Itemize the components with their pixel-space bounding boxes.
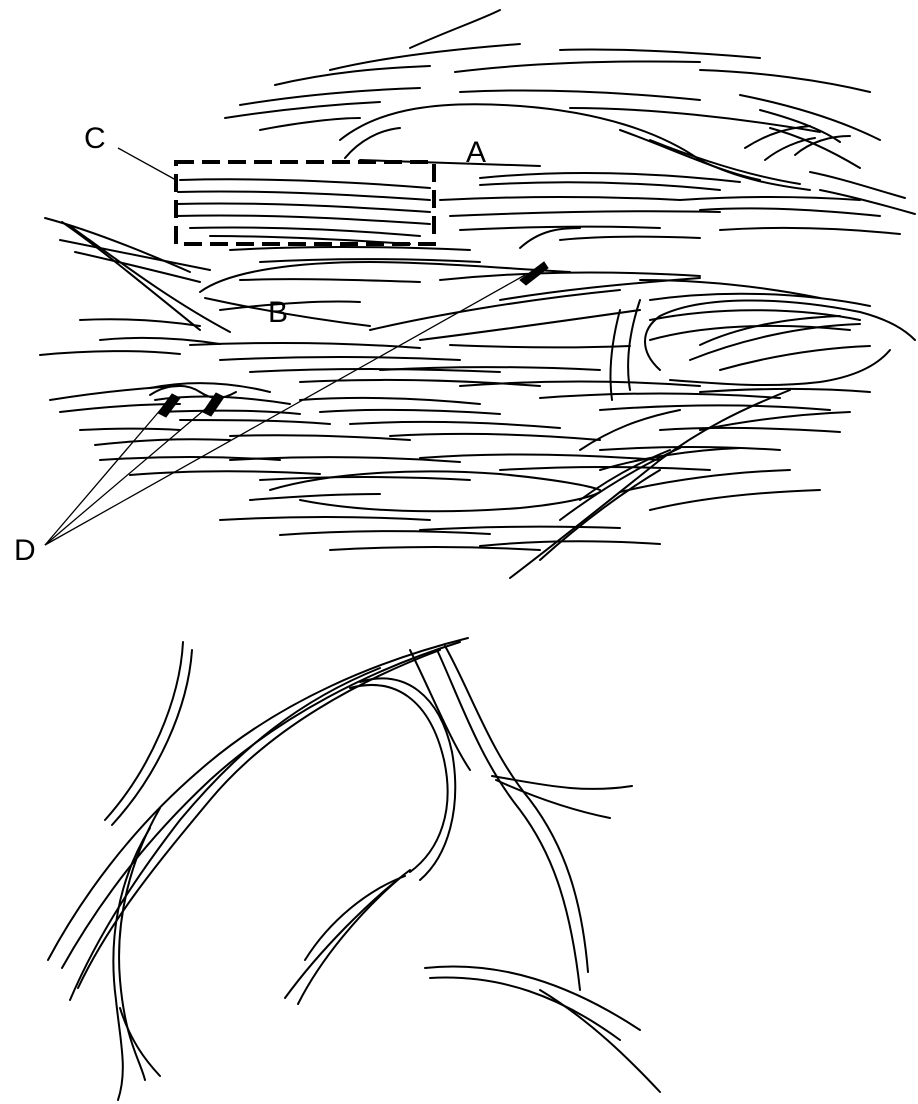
label-c-leader [118,148,176,180]
sparse-fiber-network [48,638,660,1100]
label-d: D [14,534,36,567]
label-a: A [466,136,486,169]
label-b: B [268,296,288,329]
label-c: C [84,122,106,155]
dense-fiber-network [40,10,915,578]
label-d-leader-2 [45,405,210,545]
d-marker-1 [158,394,180,417]
